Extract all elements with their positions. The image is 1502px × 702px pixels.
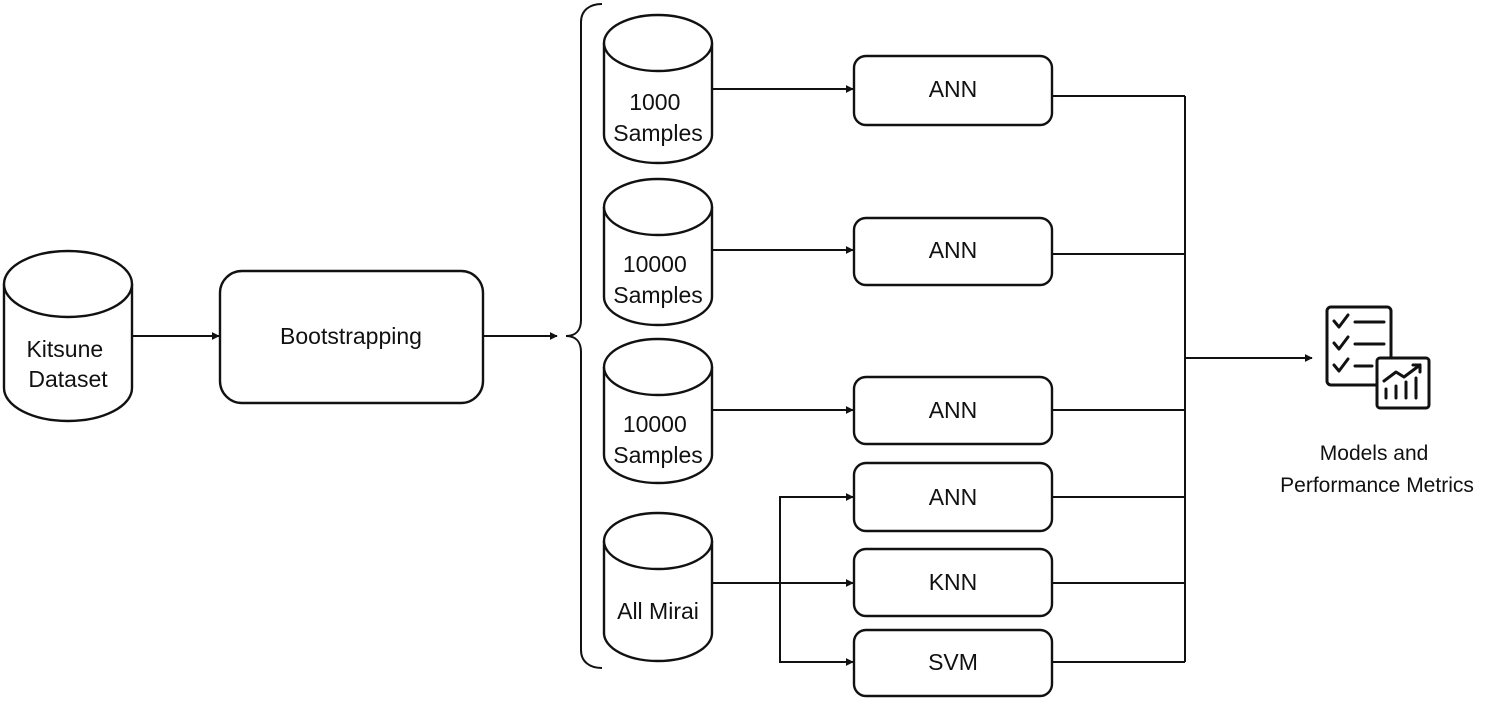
model-node-2: ANN [852, 216, 1054, 287]
checklist-chart-icon [1325, 305, 1431, 410]
model-4-label: ANN [929, 484, 978, 510]
model-3-label: ANN [929, 397, 978, 423]
sample-2-label: 10000 Samples [613, 251, 702, 308]
model-6-label: SVM [928, 649, 978, 675]
sample-node-4: All Mirai [602, 511, 714, 663]
model-node-4: ANN [852, 461, 1054, 533]
sample-node-3: 10000 Samples [602, 337, 714, 485]
bootstrapping-node: Bootstrapping [218, 269, 485, 405]
edge-sample-4-to-model-6 [779, 583, 854, 666]
sample-node-1: 1000 Samples [602, 13, 714, 165]
output-caption: Models and Performance Metrics [1280, 442, 1474, 497]
sample-1-label: 1000 Samples [613, 89, 702, 146]
edge-sample-4-to-model-4 [779, 493, 854, 583]
sample-4-label: All Mirai [617, 598, 699, 624]
model-5-label: KNN [929, 569, 978, 595]
dataset-node: Kitsune Dataset [2, 249, 134, 423]
model-node-5: KNN [852, 547, 1054, 618]
bootstrapping-label: Bootstrapping [280, 323, 422, 349]
sample-3-label: 10000 Samples [613, 411, 702, 468]
model-node-3: ANN [852, 375, 1054, 446]
model-2-label: ANN [929, 237, 978, 263]
sample-node-2: 10000 Samples [602, 177, 714, 327]
dataset-label: Kitsune Dataset [26, 336, 109, 392]
model-node-1: ANN [852, 54, 1054, 127]
samples-brace [565, 3, 603, 669]
edges [133, 85, 1313, 666]
model-1-label: ANN [929, 76, 978, 102]
model-node-6: SVM [852, 628, 1054, 698]
